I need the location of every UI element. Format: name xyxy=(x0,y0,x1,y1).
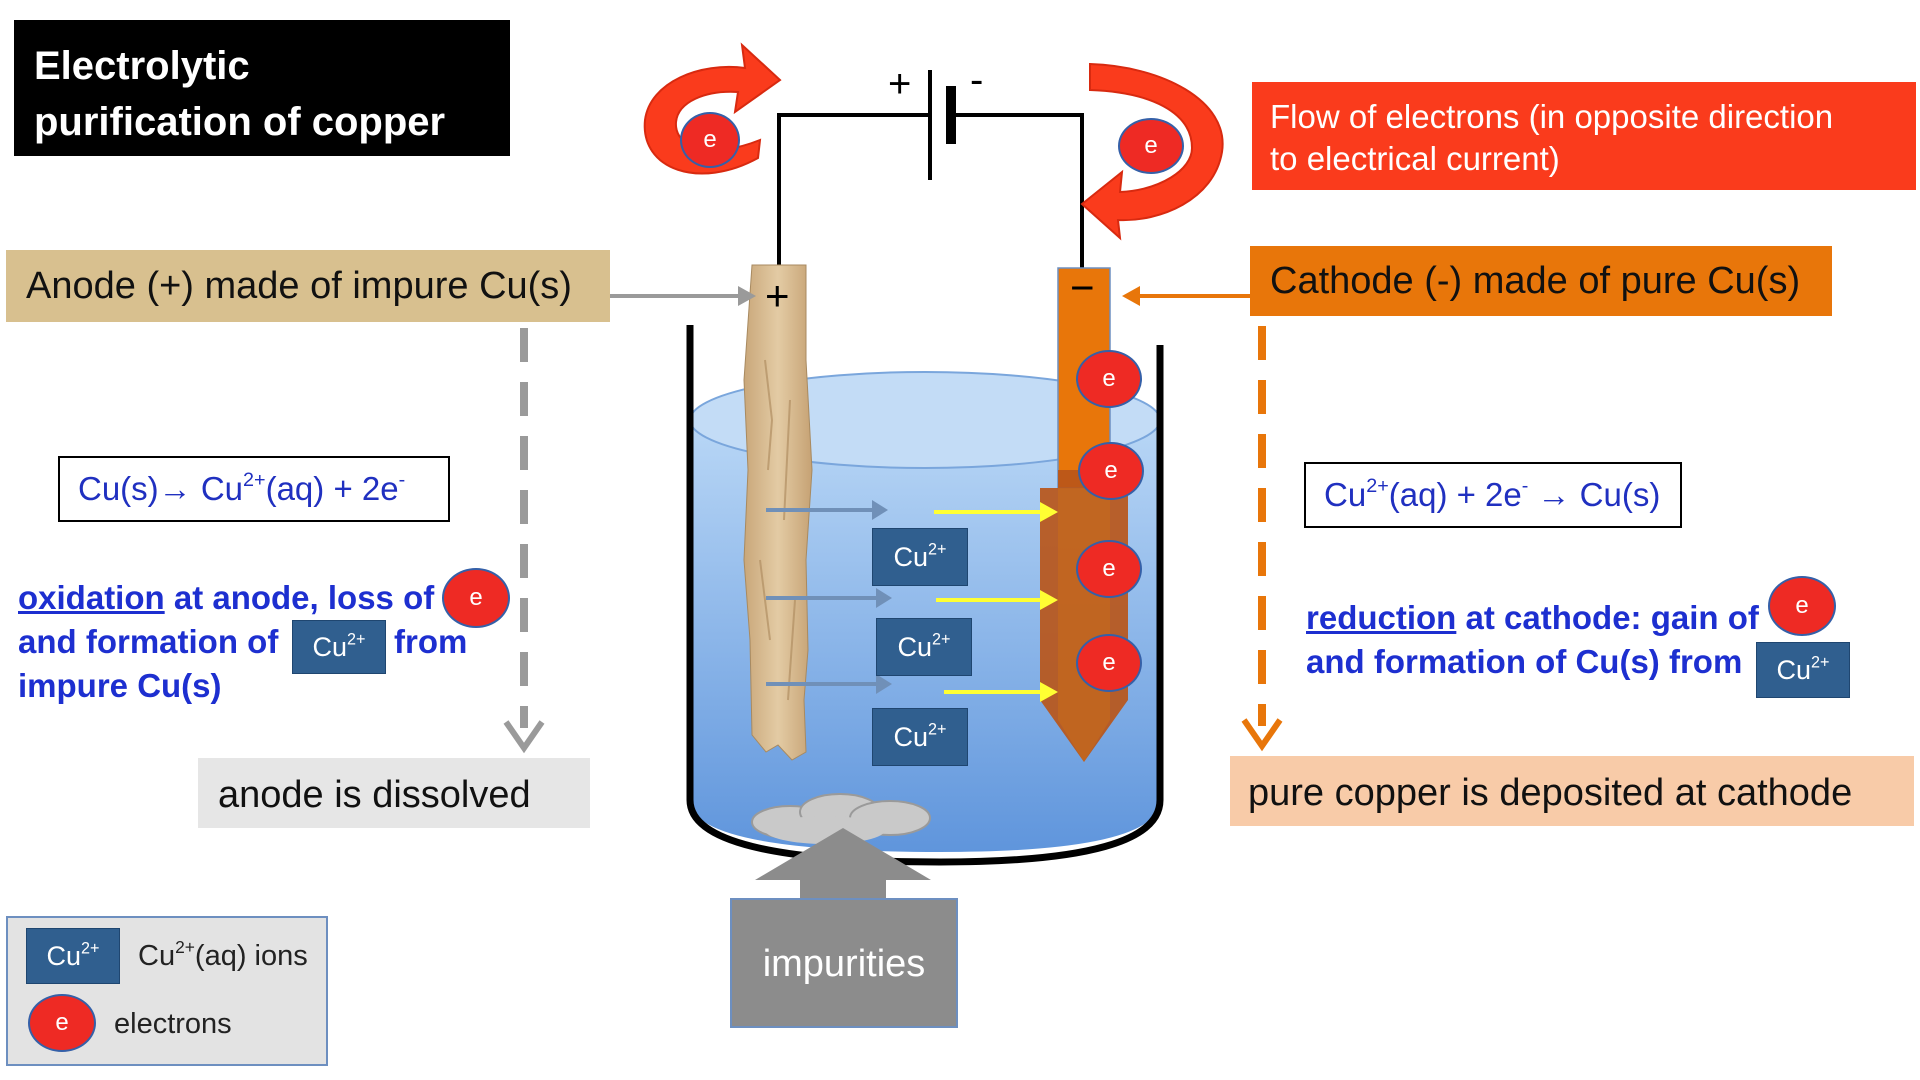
electron-icon: e xyxy=(1076,540,1142,598)
title-line-2: purification of copper xyxy=(34,100,446,144)
impurities-sludge xyxy=(751,793,931,844)
eq-sup: - xyxy=(1521,475,1529,498)
eq-sup: 2+ xyxy=(1366,475,1389,498)
electron-icon: e xyxy=(1768,576,1836,636)
anode-explanation-line-2b: from xyxy=(394,623,468,660)
legend-ion-swatch: Cu2+ xyxy=(26,928,120,984)
electron-icon: e xyxy=(1076,634,1142,692)
electron-icon: e xyxy=(1078,442,1144,500)
reduction-keyword: reduction xyxy=(1306,599,1457,636)
copper-ion: Cu2+ xyxy=(1756,642,1850,698)
anode-result-label: anode is dissolved xyxy=(198,758,590,828)
ion-charge: 2+ xyxy=(1811,653,1830,672)
ion-symbol: Cu xyxy=(46,941,82,971)
impurities-arrow xyxy=(755,828,931,898)
deposition-arrows xyxy=(934,510,1044,694)
electron-icon: e xyxy=(680,112,740,168)
beaker xyxy=(686,325,1164,866)
diagram-title: Electrolytic purification of copper xyxy=(14,20,510,156)
electron-icon: e xyxy=(1118,118,1184,174)
flow-line-1: Flow of electrons (in opposite direction xyxy=(1270,98,1834,135)
ion-charge: 2+ xyxy=(81,939,100,958)
cathode-label: Cathode (-) made of pure Cu(s) xyxy=(1250,246,1832,316)
copper-ion: Cu2+ xyxy=(872,528,968,586)
anode-electrode xyxy=(743,264,813,761)
eq-part: Cu(s)→ Cu xyxy=(78,470,244,507)
electron-icon: e xyxy=(442,568,510,628)
eq-part: (aq) + 2e xyxy=(1388,476,1522,513)
anode-explanation-line-2a: and formation of xyxy=(18,623,279,660)
ion-symbol: Cu xyxy=(893,542,929,572)
legend-text: (aq) ions xyxy=(194,940,308,972)
electron-flow-label: Flow of electrons (in opposite direction… xyxy=(1252,82,1916,190)
impurities-label: impurities xyxy=(730,898,958,1028)
ion-migration-arrows xyxy=(766,508,880,686)
electron-icon: e xyxy=(1076,350,1142,408)
eq-sup: 2+ xyxy=(243,469,266,492)
anode-label: Anode (+) made of impure Cu(s) xyxy=(6,250,610,322)
flow-line-2: to electrical current) xyxy=(1270,140,1560,177)
copper-ion: Cu2+ xyxy=(292,620,386,674)
battery-short-plate xyxy=(946,86,956,144)
cathode-explanation-line-2: and formation of Cu(s) from xyxy=(1306,643,1743,680)
battery-minus-sign: - xyxy=(970,58,984,102)
ion-symbol: Cu xyxy=(897,632,933,662)
copper-ion: Cu2+ xyxy=(872,708,968,766)
title-line-1: Electrolytic xyxy=(34,44,250,88)
anode-explanation-line-3: impure Cu(s) xyxy=(18,667,222,704)
eq-part: (aq) + 2e xyxy=(265,470,399,507)
ion-symbol: Cu xyxy=(312,632,348,662)
eq-sup: - xyxy=(398,469,406,492)
cathode-result-label: pure copper is deposited at cathode xyxy=(1230,756,1914,826)
legend-sup: 2+ xyxy=(175,936,195,957)
eq-part: Cu xyxy=(1324,476,1367,513)
legend-text: Cu xyxy=(138,940,176,972)
legend-electron-swatch: e xyxy=(28,994,96,1052)
ion-charge: 2+ xyxy=(928,540,947,559)
anode-sign: + xyxy=(765,272,790,319)
circuit-wire xyxy=(777,113,1084,268)
explanation-text: at cathode: gain of xyxy=(1456,599,1759,636)
ion-symbol: Cu xyxy=(893,722,929,752)
cathode-half-equation: Cu2+(aq) + 2e- → Cu(s) xyxy=(1304,462,1682,528)
explanation-text: at anode, loss of xyxy=(164,579,435,616)
cathode-sign: − xyxy=(1070,264,1095,311)
anode-explanation-line-1: oxidation at anode, loss of xyxy=(18,576,434,620)
anode-half-equation: Cu(s)→ Cu2+(aq) + 2e- xyxy=(58,456,450,522)
ion-charge: 2+ xyxy=(932,630,951,649)
cathode-explanation-line-1: reduction at cathode: gain of xyxy=(1306,596,1759,640)
legend-electrons-label: electrons xyxy=(114,1008,232,1040)
battery-plus-sign: + xyxy=(888,62,912,106)
ion-charge: 2+ xyxy=(928,720,947,739)
copper-ion: Cu2+ xyxy=(876,618,972,676)
ion-charge: 2+ xyxy=(347,630,366,649)
oxidation-keyword: oxidation xyxy=(18,579,165,616)
ion-symbol: Cu xyxy=(1776,655,1812,685)
right-flow-arrow xyxy=(1080,62,1224,241)
eq-part: → Cu(s) xyxy=(1528,476,1661,513)
legend-ions-label: Cu2+(aq) ions xyxy=(138,936,308,973)
